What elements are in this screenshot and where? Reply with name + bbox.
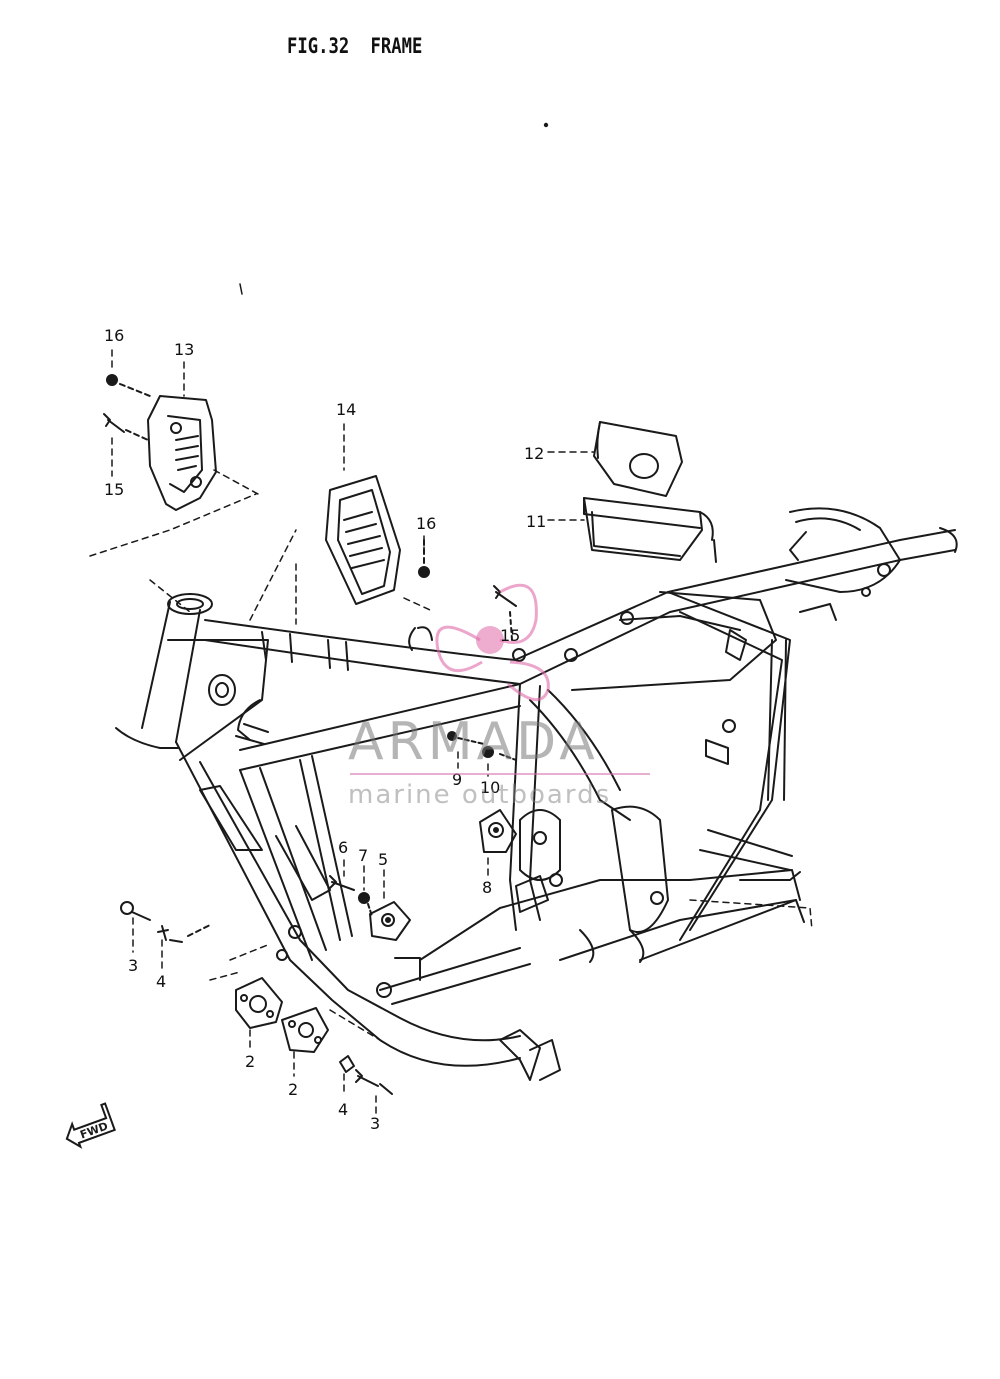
callout-16-right: 16 [416, 514, 437, 533]
leader-lines [89, 349, 813, 1115]
fasteners-3-4-left [120, 901, 213, 943]
callout-15-center: 15 [500, 626, 521, 645]
part-2-engine-plates [235, 977, 329, 1053]
watermark-brand: ARMADA [348, 712, 599, 772]
part-11-battery-tray [583, 497, 717, 563]
watermark-divider [350, 773, 650, 775]
callout-13: 13 [174, 340, 195, 359]
callout-11: 11 [526, 512, 547, 531]
fasteners-5-6-7 [329, 875, 411, 941]
callout-15: 15 [104, 480, 125, 499]
callout-3-right: 3 [370, 1114, 381, 1133]
fasteners-3-4-right [339, 1055, 393, 1095]
figure-name: FRAME [370, 34, 423, 58]
fasteners-9-10 [447, 731, 517, 761]
part-13-side-cover [147, 395, 217, 511]
callout-4-right: 4 [338, 1100, 349, 1119]
fasteners-13 [103, 374, 151, 441]
part-8-bracket [479, 809, 517, 853]
callout-9: 9 [452, 770, 463, 789]
callout-2: 2 [245, 1052, 256, 1071]
callout-4: 4 [156, 972, 167, 991]
callout-5: 5 [378, 850, 389, 869]
callout-7: 7 [358, 846, 369, 865]
figure-title: FIG.32 FRAME [287, 34, 422, 58]
callout-2-right: 2 [288, 1080, 299, 1099]
callout-16: 16 [104, 326, 125, 345]
forward-arrow-icon: FWD [65, 1102, 116, 1149]
callout-10: 10 [480, 778, 501, 797]
propeller-logo-icon [435, 583, 550, 701]
part-14-side-cover [325, 475, 401, 605]
watermark-tagline: marine outboards [348, 780, 612, 810]
frame-body [115, 507, 958, 1081]
callout-8: 8 [482, 878, 493, 897]
figure-number: FIG.32 [287, 34, 350, 58]
callout-3: 3 [128, 956, 139, 975]
part-12-battery-band [593, 421, 683, 497]
callout-12: 12 [524, 444, 545, 463]
callout-6: 6 [338, 838, 349, 857]
callout-14: 14 [336, 400, 357, 419]
